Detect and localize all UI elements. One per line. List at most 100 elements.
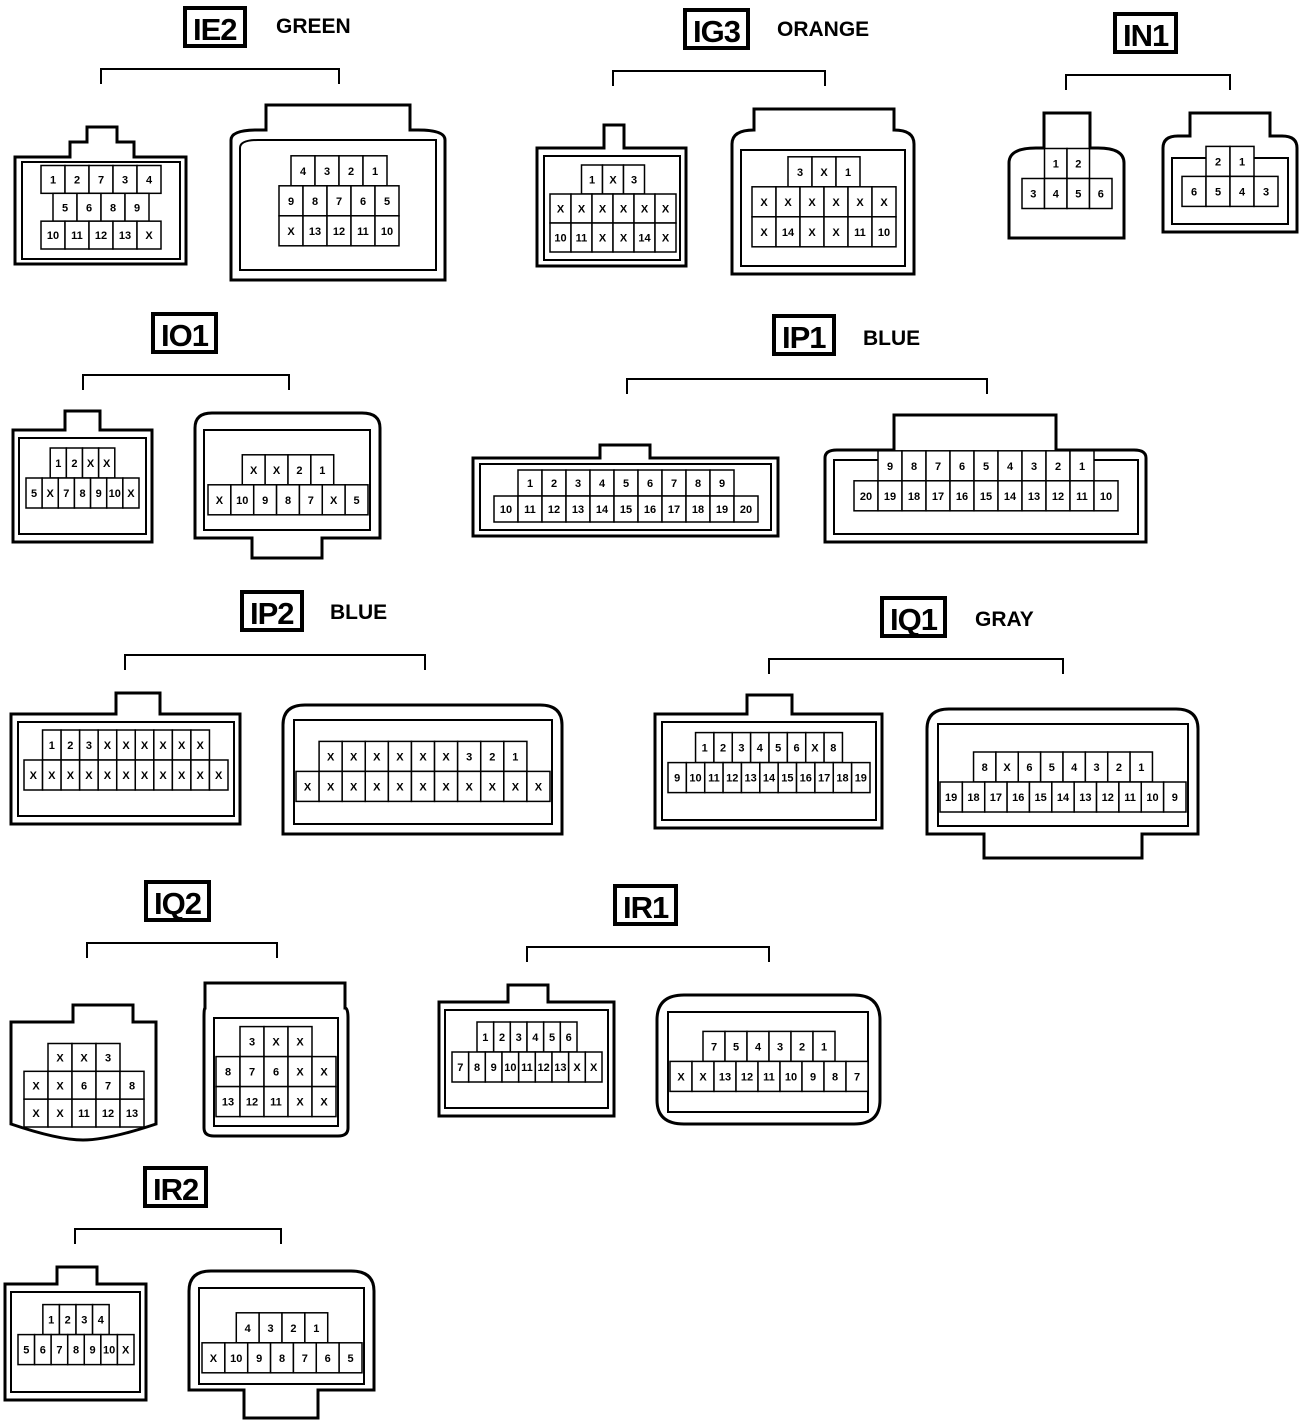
pin-label: 12	[538, 1062, 550, 1074]
pin-label: X	[699, 1071, 707, 1083]
pin-label: X	[30, 770, 38, 782]
pin-label: X	[419, 751, 427, 763]
pin-label: 6	[1026, 762, 1032, 774]
pin-label: 15	[980, 491, 992, 503]
pin-label: 1	[1239, 156, 1245, 168]
pin-label: 16	[956, 491, 968, 503]
pin-label: 4	[1053, 189, 1060, 201]
pin-label: 8	[110, 202, 116, 214]
pin-label: 2	[74, 174, 80, 186]
pin-cavity	[374, 185, 400, 217]
pin-label: 10	[236, 495, 248, 507]
pin-label: X	[56, 1108, 64, 1120]
pin-cavity	[1088, 177, 1113, 210]
pin-label: 2	[1116, 762, 1122, 774]
pin-label: 1	[821, 1041, 827, 1053]
pin-cavity	[1253, 175, 1279, 208]
pin-label: X	[48, 770, 56, 782]
pin-label: 11	[763, 1071, 775, 1083]
pin-label: 4	[755, 1041, 762, 1053]
pin-label: 12	[1102, 792, 1114, 804]
pin-cavity	[208, 759, 229, 791]
pin-label: 13	[126, 1108, 138, 1120]
pin-label: 1	[48, 1315, 54, 1327]
pin-cavity	[709, 469, 735, 497]
pin-label: X	[373, 751, 381, 763]
pin-label: 6	[1191, 186, 1197, 198]
pin-cavity	[847, 186, 873, 218]
pin-label: 14	[638, 233, 651, 245]
pin-label: 4	[146, 174, 153, 186]
pin-label: 6	[360, 196, 366, 208]
pin-label: 1	[49, 740, 55, 752]
pin-cavity	[799, 216, 825, 248]
pin-label: 16	[644, 504, 656, 516]
pin-label: 18	[692, 504, 704, 516]
pin-label: 7	[249, 1067, 255, 1079]
connector-code-ip2: IP2	[240, 590, 304, 632]
pin-label: 17	[668, 504, 680, 516]
pin-label: 16	[1012, 792, 1024, 804]
pin-label: 5	[1215, 186, 1221, 198]
pin-label: X	[784, 197, 792, 209]
connector-code-iq2: IQ2	[144, 880, 211, 922]
connector-bracket-iq2	[86, 942, 278, 958]
pin-label: 14	[763, 773, 776, 785]
pin-cavity	[311, 1055, 337, 1088]
pin-label: 12	[1052, 491, 1064, 503]
pin-label: X	[216, 495, 224, 507]
pin-label: 9	[719, 478, 725, 490]
pin-label: 14	[1004, 491, 1017, 503]
pin-label: X	[197, 740, 205, 752]
pin-label: 19	[945, 792, 957, 804]
pin-cavity	[613, 495, 639, 523]
pin-label: X	[396, 751, 404, 763]
pin-label: 5	[549, 1032, 555, 1044]
pin-label: X	[103, 458, 111, 470]
pin-label: 6	[793, 743, 799, 755]
pin-label: 12	[102, 1108, 114, 1120]
pin-cavity	[263, 1025, 289, 1058]
pin-label: 7	[457, 1062, 463, 1074]
pin-label: 13	[1028, 491, 1040, 503]
pin-label: 3	[516, 1032, 522, 1044]
pin-label: 13	[222, 1097, 234, 1109]
pin-label: 3	[1030, 189, 1036, 201]
pin-cavity	[949, 480, 975, 512]
pin-label: X	[47, 488, 55, 500]
pin-cavity	[584, 1051, 603, 1083]
pin-label: 2	[1215, 156, 1221, 168]
pin-label: 5	[31, 488, 37, 500]
pin-label: 7	[105, 1080, 111, 1092]
pin-label: X	[67, 770, 75, 782]
pin-label: 13	[719, 1071, 731, 1083]
pin-label: 8	[285, 495, 291, 507]
pin-label: 15	[620, 504, 632, 516]
pin-label: 8	[982, 762, 988, 774]
pin-label: 13	[309, 226, 321, 238]
pin-label: 6	[273, 1067, 279, 1079]
pin-label: 9	[887, 461, 893, 473]
connector-bracket-ip1	[626, 378, 988, 394]
pin-cavity	[116, 1333, 135, 1366]
pin-label: 15	[781, 773, 793, 785]
pin-label: X	[489, 781, 497, 793]
pin-label: 2	[551, 478, 557, 490]
pin-label: 20	[740, 504, 752, 516]
pin-label: 3	[1093, 762, 1099, 774]
pin-label: 17	[932, 491, 944, 503]
pin-cavity	[1069, 480, 1095, 512]
pin-label: X	[296, 1097, 304, 1109]
pin-label: 7	[308, 495, 314, 507]
pin-cavity	[845, 1060, 869, 1093]
pin-label: 20	[860, 491, 872, 503]
pin-cavity	[239, 1055, 265, 1088]
pin-cavity	[119, 1070, 145, 1100]
pin-label: X	[466, 781, 474, 793]
pin-label: 13	[745, 773, 757, 785]
pin-label: X	[215, 770, 223, 782]
pin-label: 4	[1007, 461, 1014, 473]
